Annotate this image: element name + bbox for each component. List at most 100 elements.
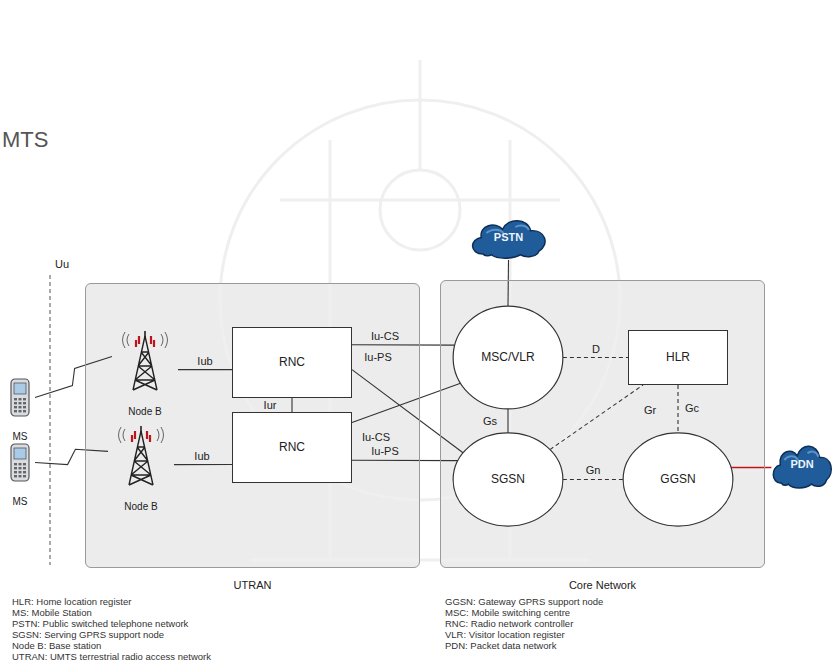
interface-link [291,398,292,412]
node-label: RNC [279,355,305,369]
node-label: PSTN [494,231,523,244]
network-node: MSC/VLR [452,305,564,410]
tower-frame [129,431,153,485]
network-region: UTRANNode BRNCNode BRNC [85,283,420,568]
signalling-link [550,385,643,450]
phone-screen [14,383,26,394]
tower-lattice [133,336,157,390]
phone-body [11,379,29,416]
phone-icon [9,443,31,483]
watermark-lines [250,60,590,560]
air-interface-line [50,275,51,565]
watermark-sun [380,170,460,250]
cloud-outline [773,446,831,488]
phone-key [14,410,17,412]
signalling-link [563,479,623,480]
interface-label: Iu-PS [369,445,401,457]
phone-key [19,410,22,412]
tower-antenna [132,431,150,442]
abbreviation-note: MS: Mobile Station [12,608,92,618]
interface-link [352,370,463,453]
node-label: Node B [124,501,157,513]
node-label: RNC [279,440,305,454]
interface-label: D [590,343,602,355]
phone-key [23,475,26,477]
abbreviation-note: PSTN: Public switched telephone network [12,619,188,629]
phone-body [11,444,29,481]
interface-label: Gn [584,464,603,476]
interface-link [178,369,232,370]
interface-label: Gc [683,402,701,414]
phone-key [14,402,17,404]
cloud-outline [473,221,546,258]
base-station: Node B [112,330,178,418]
node-label: MSC/VLR [481,350,534,364]
phone-key [23,410,26,412]
phone-key [23,406,26,408]
phone-key [23,463,26,465]
radio-link [35,449,108,464]
tower-icon [117,330,173,392]
tower-mast [144,331,146,338]
tower-antenna [136,336,154,347]
abbreviation-note: UTRAN: UMTS terrestrial radio access net… [12,652,211,662]
mobile-station: MS [5,378,35,443]
phone-key [19,463,22,465]
interface-label: Iur [262,399,279,411]
phone-key [19,398,22,400]
phone-key [14,398,17,400]
phone-key [19,471,22,473]
node-label: Node B [128,406,161,418]
interface-link [507,409,508,433]
phone-key [19,402,22,404]
interface-label: Iu-CS [360,431,392,443]
abbreviation-note: GGSN: Gateway GPRS support node [445,597,603,607]
radio-waves [123,332,168,348]
phone-key [23,402,26,404]
phone-key [14,471,17,473]
abbreviation-note: HLR: Home location register [12,597,131,607]
region-label: UTRAN [86,579,419,591]
signalling-link [563,357,628,358]
tower-mast [140,426,142,433]
tower-icon [113,425,169,487]
interface-label: Gs [481,415,499,427]
phone-key [14,475,17,477]
mobile-station: MS [5,443,35,508]
interface-label: Uu [55,258,69,270]
phone-key [19,467,22,469]
phone-key [14,406,17,408]
ellipse-outline [453,433,563,526]
network-cloud: PDN [768,440,836,490]
abbreviation-note: PDN: Packet data network [445,641,556,651]
network-box: RNC [232,327,352,398]
region-label: Core Network [441,579,764,591]
interface-label: Iub [195,355,214,367]
interface-label: Gr [642,404,658,416]
phone-key [23,471,26,473]
interface-label: Iu-PS [362,351,394,363]
phone-key [19,475,22,477]
interface-label: Iub [192,450,211,462]
interface-link [731,467,771,469]
node-label: PDN [790,458,813,471]
node-label: MS [13,496,28,508]
network-box: HLR [628,330,728,385]
interface-link [352,383,461,422]
ellipse-outline [623,433,733,526]
phone-key [23,398,26,400]
node-label: GGSN [660,472,695,486]
node-label: HLR [666,350,690,364]
phone-icon [9,378,31,418]
interface-link [174,464,232,465]
phone-key [14,463,17,465]
abbreviation-note: RNC: Radio network controller [445,619,573,629]
phone-key [14,467,17,469]
abbreviation-note: MSC: Mobile switching centre [445,608,570,618]
interface-link [352,460,458,461]
base-station: Node B [108,425,174,513]
network-box: RNC [232,412,352,483]
phone-key [19,406,22,408]
node-label: MS [13,431,28,443]
